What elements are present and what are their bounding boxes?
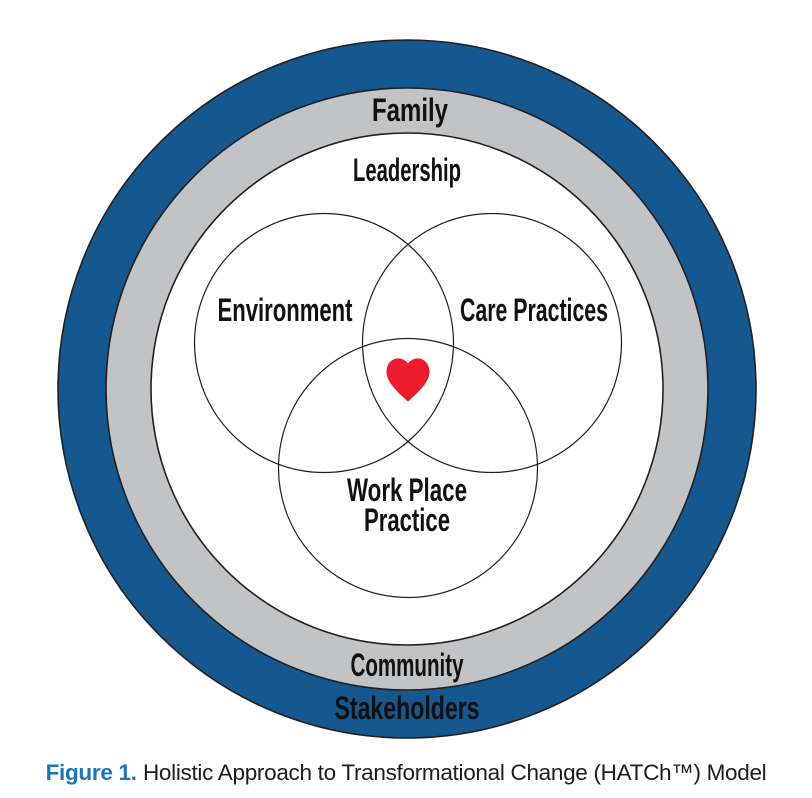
family-label: Family	[372, 92, 448, 128]
caption-text: Holistic Approach to Transformational Ch…	[142, 760, 767, 785]
heart-icon	[386, 358, 430, 402]
hatch-model-diagram: Family Leadership Environment Care Pract…	[57, 39, 757, 739]
community-label: Community	[351, 647, 464, 683]
care-practices-label: Care Practices	[460, 292, 608, 328]
care-practices-circle	[361, 212, 623, 474]
work-place-practice-circle	[277, 337, 539, 599]
environment-label: Environment	[218, 292, 353, 328]
caption-figure-number: Figure 1.	[45, 760, 137, 785]
stakeholders-label: Stakeholders	[335, 690, 480, 726]
environment-circle	[193, 212, 455, 474]
work-place-practice-label-line2: Practice	[364, 502, 450, 538]
leadership-label: Leadership	[353, 152, 461, 188]
work-place-practice-label-line1: Work Place	[347, 472, 467, 508]
figure-caption: Figure 1.Holistic Approach to Transforma…	[0, 757, 812, 789]
